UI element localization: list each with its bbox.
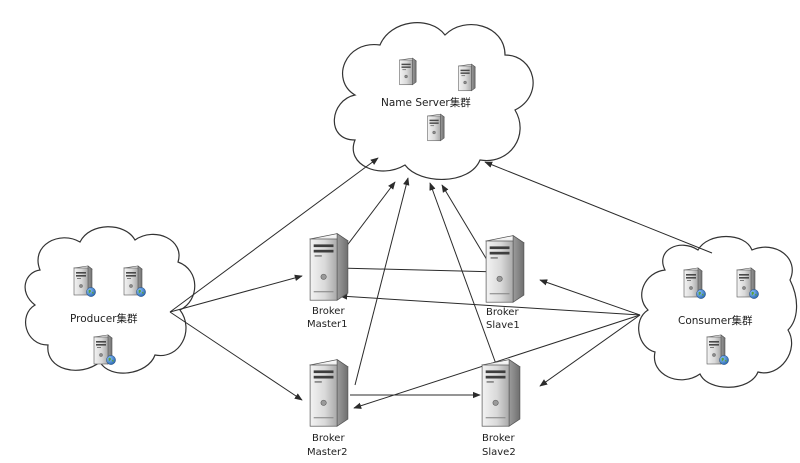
broker-master1: Broker Master1	[307, 233, 349, 330]
arrow-consumer-to-slave2	[539, 314, 641, 387]
consumer-cluster: Consumer集群	[678, 267, 759, 365]
globe-icon	[86, 287, 96, 297]
broker-master1-label-line2: Master1	[307, 319, 348, 330]
consumer-cluster-cloud	[638, 236, 798, 388]
tower-server-icon	[481, 359, 521, 427]
arrow-producer-to-master2	[169, 311, 303, 401]
arrow-consumer-to-master1	[339, 293, 641, 316]
server-icon	[427, 113, 445, 142]
globe-icon	[106, 355, 116, 365]
broker-slave1-label-line1: Broker	[486, 307, 519, 318]
arrow-slave1-to-nameserver	[441, 184, 491, 266]
globe-icon	[696, 289, 706, 299]
arrow-consumer-to-master2	[353, 314, 641, 409]
broker-slave2-label-line1: Broker	[482, 433, 515, 444]
arrow-master1-to-slave1	[337, 267, 501, 276]
globe-icon	[749, 289, 759, 299]
globe-icon	[136, 287, 146, 297]
broker-master2-label-line1: Broker	[312, 433, 345, 444]
tower-server-icon	[485, 235, 525, 303]
server-icon	[399, 57, 417, 86]
broker-master2: Broker Master2	[307, 359, 349, 458]
consumer-cluster-label: Consumer集群	[678, 314, 753, 327]
connection-arrows	[169, 157, 713, 409]
broker-master2-label-line2: Master2	[307, 447, 348, 458]
broker-master1-label-line1: Broker	[312, 306, 345, 317]
producer-cluster-cloud	[24, 226, 196, 374]
name-server-cluster-label: Name Server集群	[381, 96, 471, 109]
producer-cluster-label: Producer集群	[70, 312, 138, 325]
tower-server-icon	[309, 359, 349, 427]
name-server-cluster: Name Server集群	[381, 57, 476, 142]
producer-cluster: Producer集群	[70, 265, 146, 365]
arrow-consumer-to-slave1	[539, 279, 641, 316]
arrow-master2-to-nameserver	[354, 177, 410, 386]
tower-server-icon	[309, 233, 349, 301]
name-server-cluster-cloud	[333, 22, 534, 181]
globe-icon	[719, 355, 729, 365]
broker-slave2: Broker Slave2	[481, 359, 521, 458]
broker-slave2-label-line2: Slave2	[482, 447, 516, 458]
server-icon	[458, 63, 476, 92]
arrow-producer-to-nameserver	[169, 157, 379, 313]
broker-slave1: Broker Slave1	[485, 235, 525, 331]
arrow-consumer-to-nameserver	[484, 161, 713, 254]
arrow-producer-to-master1	[169, 274, 303, 313]
broker-slave1-label-line2: Slave1	[486, 320, 520, 331]
arrow-slave2-to-nameserver	[429, 182, 501, 376]
